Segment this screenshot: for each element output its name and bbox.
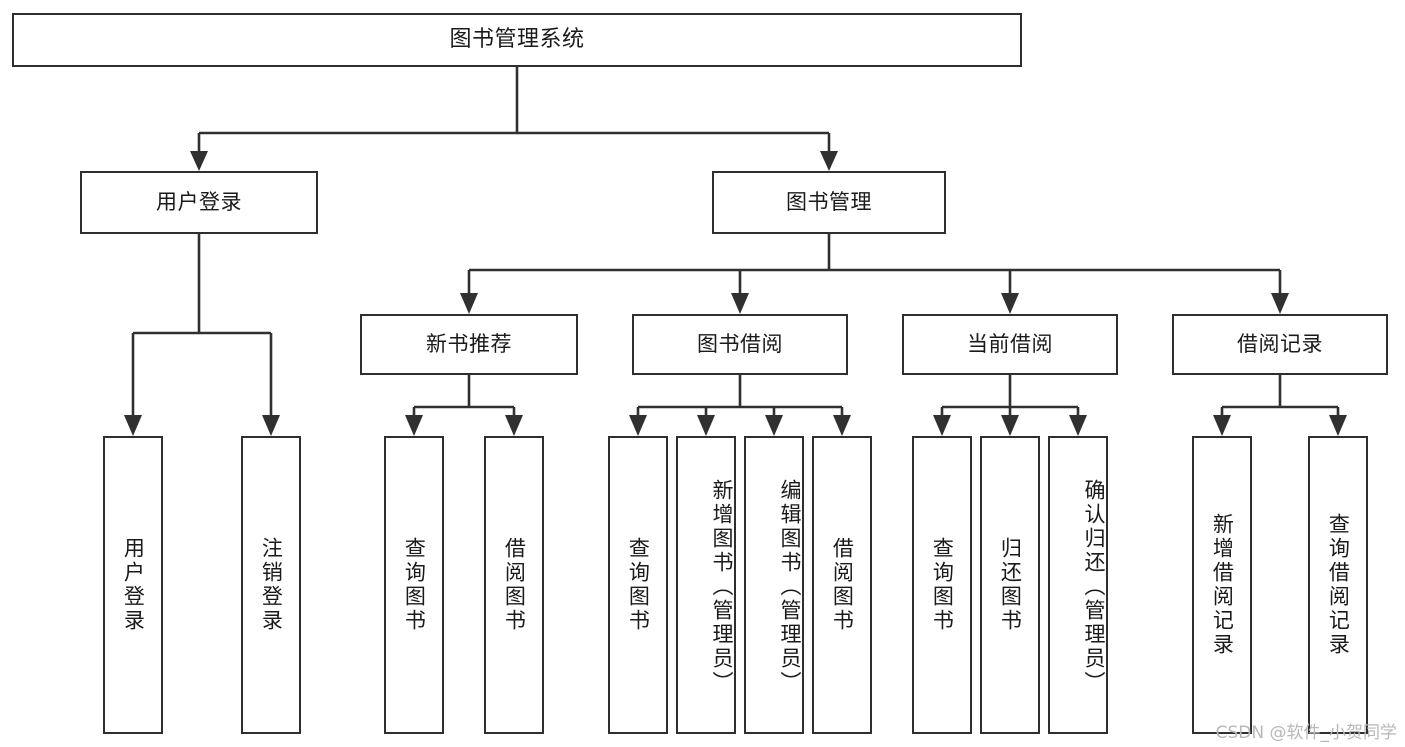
leaf-borrow-book-borrow[interactable]: 借阅图书	[812, 436, 872, 734]
node-book-borrow-label: 图书借阅	[697, 332, 783, 357]
node-user-login[interactable]: 用户登录	[80, 171, 318, 234]
leaf-query-book-borrow-label: 查询图书	[626, 537, 651, 633]
leaf-user-login-label: 用户登录	[121, 537, 146, 633]
leaf-return-book[interactable]: 归还图书	[980, 436, 1040, 734]
arrowhead-leaf-confirm-return	[1069, 415, 1087, 436]
leaf-add-book-admin-label: 新增图书（管理员）	[710, 479, 734, 695]
leaf-borrow-book-recommend-label: 借阅图书	[502, 537, 527, 633]
arrowhead-borrowrecord	[1271, 293, 1289, 314]
leaf-return-book-label: 归还图书	[998, 537, 1023, 633]
leaf-query-book-recommend[interactable]: 查询图书	[384, 436, 444, 734]
arrowhead-leaf-return-book	[1001, 415, 1019, 436]
node-book-management-label: 图书管理	[786, 190, 872, 215]
leaf-add-book-admin[interactable]: 新增图书（管理员）	[676, 436, 736, 734]
node-book-borrow[interactable]: 图书借阅	[632, 314, 848, 375]
node-new-book-recommend[interactable]: 新书推荐	[360, 314, 578, 375]
arrowhead-bookborrow	[731, 293, 749, 314]
leaf-borrow-book-recommend[interactable]: 借阅图书	[484, 436, 544, 734]
arrowhead-leaf-add-record	[1213, 415, 1231, 436]
node-root-label: 图书管理系统	[449, 27, 585, 53]
leaf-add-borrow-record-label: 新增借阅记录	[1210, 513, 1235, 657]
leaf-borrow-book-borrow-label: 借阅图书	[830, 537, 855, 633]
leaf-user-login[interactable]: 用户登录	[103, 436, 163, 734]
arrowhead-userlogin	[190, 151, 208, 171]
leaf-logout-label: 注销登录	[259, 537, 284, 633]
leaf-confirm-return-admin-label: 确认归还（管理员）	[1082, 479, 1106, 695]
arrowhead-leaf-borrow-book-b	[833, 415, 851, 436]
node-new-book-recommend-label: 新书推荐	[426, 332, 512, 357]
leaf-add-borrow-record[interactable]: 新增借阅记录	[1192, 436, 1252, 734]
node-current-borrow[interactable]: 当前借阅	[902, 314, 1118, 375]
leaf-query-book-borrow[interactable]: 查询图书	[608, 436, 668, 734]
arrowhead-leaf-user-login	[124, 415, 142, 436]
arrowhead-leaf-borrow-book-a	[505, 415, 523, 436]
arrowhead-leaf-logout	[262, 415, 280, 436]
arrowhead-newbook	[460, 293, 478, 314]
arrowhead-leaf-query-record	[1329, 415, 1347, 436]
leaf-logout[interactable]: 注销登录	[241, 436, 301, 734]
arrowhead-leaf-query-book-b	[629, 415, 647, 436]
leaf-query-borrow-record-label: 查询借阅记录	[1326, 513, 1351, 657]
leaf-query-borrow-record[interactable]: 查询借阅记录	[1308, 436, 1368, 734]
node-root-book-management-system[interactable]: 图书管理系统	[12, 13, 1022, 67]
arrowhead-bookmgmt	[820, 151, 838, 171]
leaf-query-book-current-label: 查询图书	[930, 537, 955, 633]
node-borrow-record[interactable]: 借阅记录	[1172, 314, 1388, 375]
node-borrow-record-label: 借阅记录	[1237, 332, 1323, 357]
node-book-management[interactable]: 图书管理	[712, 171, 946, 234]
leaf-edit-book-admin[interactable]: 编辑图书（管理员）	[744, 436, 804, 734]
arrowhead-currentborrow	[1001, 293, 1019, 314]
node-current-borrow-label: 当前借阅	[967, 332, 1053, 357]
leaf-query-book-recommend-label: 查询图书	[402, 537, 427, 633]
node-user-login-label: 用户登录	[156, 190, 242, 215]
arrowhead-leaf-query-book-c	[933, 415, 951, 436]
leaf-edit-book-admin-label: 编辑图书（管理员）	[778, 479, 802, 695]
csdn-watermark: CSDN @软件_小贺同学	[1215, 723, 1397, 743]
arrowhead-leaf-query-book-a	[405, 415, 423, 436]
leaf-confirm-return-admin[interactable]: 确认归还（管理员）	[1048, 436, 1108, 734]
arrowhead-leaf-add-book	[697, 415, 715, 436]
arrowhead-leaf-edit-book	[765, 415, 783, 436]
leaf-query-book-current[interactable]: 查询图书	[912, 436, 972, 734]
